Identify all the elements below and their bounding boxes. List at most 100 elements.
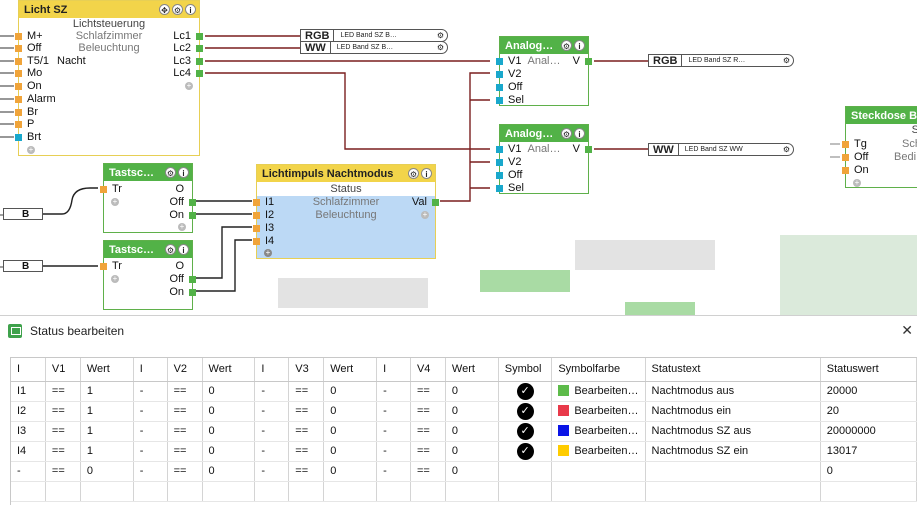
table-row[interactable]: I1==1-==0-==0-==0✓Bearbeiten…Nachtmodus …: [11, 381, 917, 402]
symbol-color-cell[interactable]: Bearbeiten…: [551, 401, 646, 422]
column-header[interactable]: Wert: [445, 358, 499, 382]
block-licht-sz[interactable]: Licht SZ ✥ ⚙ i Lichtsteuerung M+Schlafzi…: [15, 0, 203, 156]
table-cell[interactable]: [80, 481, 134, 502]
table-cell[interactable]: ==: [45, 461, 81, 482]
table-cell[interactable]: 1: [80, 401, 134, 422]
table-cell[interactable]: 0: [323, 381, 378, 402]
column-header[interactable]: Statuswert: [820, 358, 917, 382]
table-cell[interactable]: ==: [288, 381, 325, 402]
table-cell[interactable]: [410, 481, 446, 502]
dialog-titlebar[interactable]: Status bearbeiten: [0, 316, 917, 346]
gear-icon[interactable]: ⚙: [408, 168, 419, 179]
add-input-icon[interactable]: +: [111, 274, 119, 283]
table-cell[interactable]: [133, 481, 168, 502]
table-cell[interactable]: [323, 481, 378, 502]
info-icon[interactable]: i: [574, 40, 585, 51]
column-header[interactable]: V4: [410, 358, 446, 382]
add-input-icon[interactable]: +: [264, 248, 272, 257]
symbol-color-cell[interactable]: Bearbeiten…: [551, 421, 646, 442]
table-cell[interactable]: ==: [410, 441, 446, 462]
column-header[interactable]: I: [11, 358, 46, 382]
table-row[interactable]: I4==1-==0-==0-==0✓Bearbeiten…Nachtmodus …: [11, 441, 917, 462]
add-output-icon[interactable]: +: [185, 81, 193, 90]
table-cell[interactable]: [498, 481, 553, 502]
table-row[interactable]: [11, 481, 917, 502]
table-row[interactable]: I2==1-==0-==0-==0✓Bearbeiten…Nachtmodus …: [11, 401, 917, 422]
status-text-cell[interactable]: Nachtmodus SZ aus: [645, 421, 821, 442]
table-cell[interactable]: 0: [80, 461, 134, 482]
table-cell[interactable]: -: [11, 461, 46, 482]
table-cell[interactable]: 1: [80, 441, 134, 462]
gear-icon[interactable]: ⚙: [782, 56, 791, 65]
info-icon[interactable]: i: [185, 4, 196, 15]
symbol-cell[interactable]: [498, 461, 553, 482]
table-cell[interactable]: 0: [445, 441, 499, 462]
add-input-icon[interactable]: +: [27, 145, 35, 154]
table-cell[interactable]: [376, 481, 411, 502]
table-cell[interactable]: ==: [45, 401, 81, 422]
table-cell[interactable]: 0: [202, 421, 256, 442]
table-cell[interactable]: -: [133, 461, 168, 482]
status-value-cell[interactable]: 20: [820, 401, 917, 422]
table-cell[interactable]: ==: [45, 421, 81, 442]
table-cell[interactable]: ==: [167, 401, 203, 422]
table-cell[interactable]: 0: [202, 401, 256, 422]
column-header[interactable]: I: [133, 358, 168, 382]
table-cell[interactable]: ==: [288, 441, 325, 462]
table-cell[interactable]: I4: [11, 441, 46, 462]
table-cell[interactable]: [551, 481, 646, 502]
table-cell[interactable]: [645, 481, 821, 502]
table-cell[interactable]: ==: [410, 381, 446, 402]
edit-color-link[interactable]: Bearbeiten…: [574, 445, 639, 457]
status-text-cell[interactable]: Nachtmodus SZ ein: [645, 441, 821, 462]
table-cell[interactable]: 0: [445, 401, 499, 422]
table-cell[interactable]: I1: [11, 381, 46, 402]
table-cell[interactable]: ==: [45, 441, 81, 462]
column-header[interactable]: V1: [45, 358, 81, 382]
status-text-cell[interactable]: Nachtmodus ein: [645, 401, 821, 422]
gear-icon[interactable]: ⚙: [782, 145, 791, 154]
column-header[interactable]: Wert: [202, 358, 256, 382]
symbol-cell[interactable]: ✓: [498, 441, 553, 462]
edit-color-link[interactable]: Bearbeiten…: [574, 425, 639, 437]
gear-icon[interactable]: ⚙: [172, 4, 183, 15]
table-cell[interactable]: -: [376, 461, 411, 482]
column-header[interactable]: Statustext: [645, 358, 821, 382]
column-header[interactable]: Symbol: [498, 358, 553, 382]
table-cell[interactable]: 0: [323, 421, 378, 442]
edit-color-link[interactable]: Bearbeiten…: [574, 405, 639, 417]
table-cell[interactable]: ==: [167, 461, 203, 482]
table-cell[interactable]: -: [254, 401, 290, 422]
table-cell[interactable]: 0: [323, 441, 378, 462]
table-cell[interactable]: 0: [202, 441, 256, 462]
wire-lc4[interactable]: [205, 72, 490, 150]
table-cell[interactable]: I2: [11, 401, 46, 422]
table-cell[interactable]: 0: [445, 421, 499, 442]
status-text-cell[interactable]: Nachtmodus aus: [645, 381, 821, 402]
status-text-cell[interactable]: [645, 461, 821, 482]
table-row[interactable]: I3==1-==0-==0-==0✓Bearbeiten…Nachtmodus …: [11, 421, 917, 442]
table-cell[interactable]: ==: [288, 421, 325, 442]
add-input-icon[interactable]: +: [111, 197, 119, 206]
column-header[interactable]: V2: [167, 358, 203, 382]
table-cell[interactable]: -: [254, 441, 290, 462]
table-cell[interactable]: 0: [323, 401, 378, 422]
status-value-cell[interactable]: 0: [820, 461, 917, 482]
gear-icon[interactable]: ⚙: [436, 31, 445, 40]
table-cell[interactable]: [254, 481, 290, 502]
table-cell[interactable]: ==: [410, 421, 446, 442]
logic-canvas[interactable]: Licht SZ ✥ ⚙ i Lichtsteuerung M+Schlafzi…: [0, 0, 917, 315]
symbol-color-cell[interactable]: Bearbeiten…: [551, 441, 646, 462]
table-cell[interactable]: [11, 481, 46, 502]
add-output-icon[interactable]: +: [178, 222, 186, 231]
wire-val-v2[interactable]: [440, 72, 490, 202]
table-cell[interactable]: [45, 481, 81, 502]
input-label-b-1[interactable]: B: [3, 208, 43, 220]
